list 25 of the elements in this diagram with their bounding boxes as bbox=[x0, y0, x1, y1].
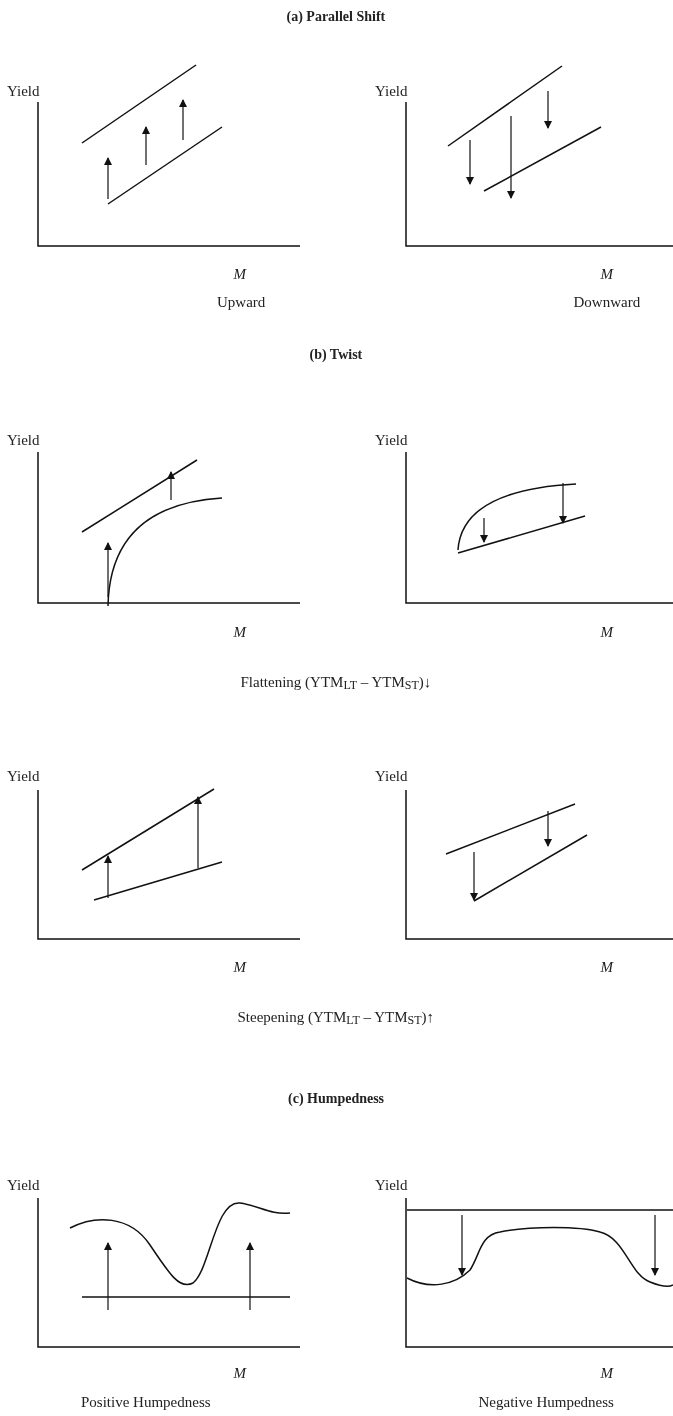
axis-label: M bbox=[600, 623, 613, 641]
graph-caption: Upward bbox=[217, 293, 266, 311]
axis-label: M bbox=[233, 958, 246, 976]
axis-label: Yield bbox=[375, 1176, 408, 1194]
axis-label: Yield bbox=[7, 767, 40, 785]
axis-label: Yield bbox=[7, 431, 40, 449]
graph-caption: Downward bbox=[573, 293, 641, 311]
axis-label: M bbox=[233, 1364, 246, 1382]
axis-label: M bbox=[233, 265, 246, 283]
section-heading: (b) Twist bbox=[309, 347, 363, 364]
section-heading: (a) Parallel Shift bbox=[286, 9, 386, 26]
axis-label: M bbox=[600, 958, 613, 976]
axis-label: Yield bbox=[375, 82, 408, 100]
axis-label: Yield bbox=[7, 82, 40, 100]
graph-caption: Flattening (YTM$_{LT}$ – YTM$_{ST}$)↓ bbox=[240, 673, 432, 693]
axis-label: M bbox=[600, 1364, 613, 1382]
axis-label: Yield bbox=[375, 431, 408, 449]
graph-caption: Steepening (YTM$_{LT}$ – YTM$_{ST}$)↑ bbox=[237, 1008, 435, 1028]
graph-caption: Positive Humpedness bbox=[81, 1393, 211, 1411]
graph-caption: Negative Humpedness bbox=[478, 1393, 614, 1411]
axis-label: Yield bbox=[375, 767, 408, 785]
axis-label: M bbox=[600, 265, 613, 283]
axis-label: Yield bbox=[7, 1176, 40, 1194]
axis-label: M bbox=[233, 623, 246, 641]
section-heading: (c) Humpedness bbox=[288, 1091, 385, 1108]
